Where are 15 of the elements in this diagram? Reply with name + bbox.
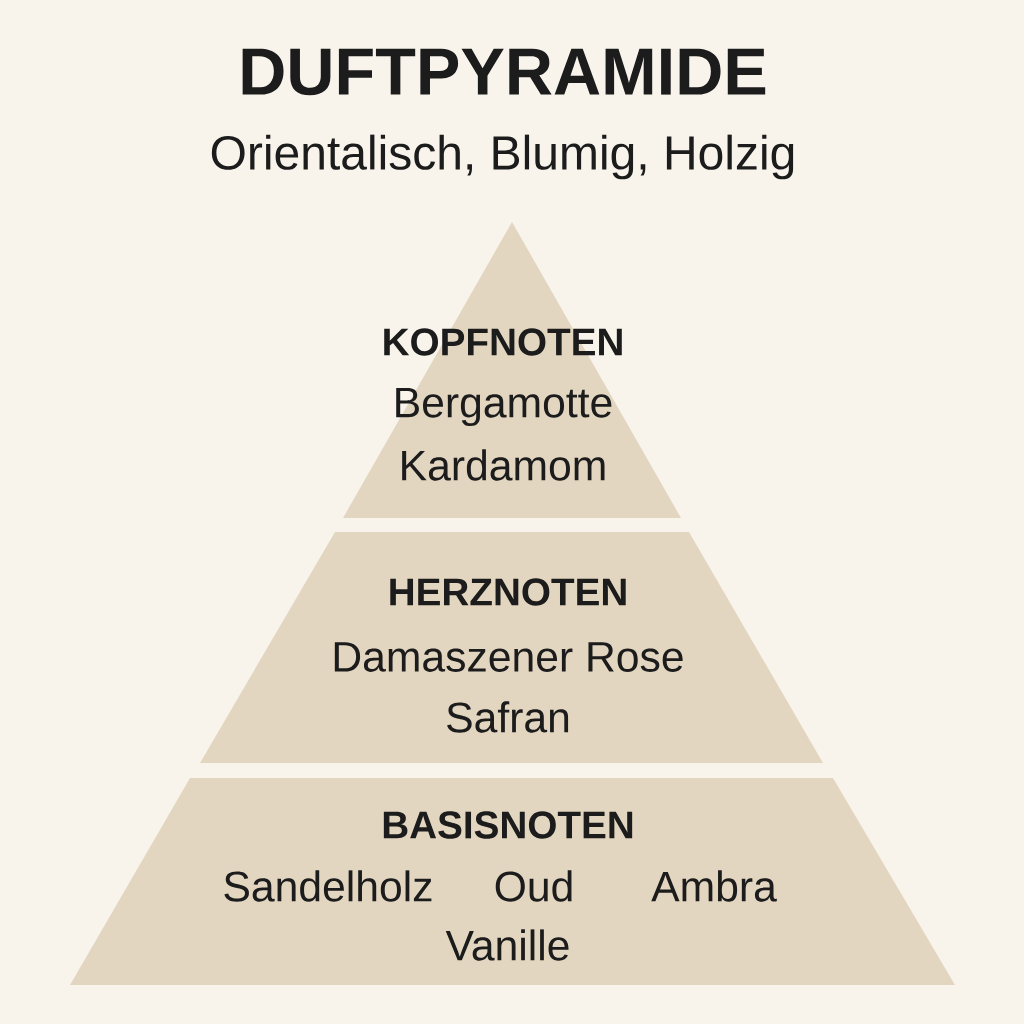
- tier-heading: BASISNOTEN: [383, 811, 633, 839]
- note-label: Kardamom: [402, 449, 605, 481]
- note-label: Sandelholz: [224, 870, 432, 902]
- note-label: Damaszener Rose: [334, 642, 683, 672]
- note-label: Oud: [495, 870, 572, 902]
- note-label: Vanille: [445, 929, 569, 961]
- pyramid-tier: [200, 532, 823, 763]
- tier-heading: KOPFNOTEN: [384, 328, 622, 356]
- pyramid-tier: [70, 778, 955, 985]
- tier-heading: HERZNOTEN: [390, 578, 626, 606]
- pyramid-tier: [343, 222, 681, 518]
- note-label: Safran: [447, 701, 569, 733]
- note-label: Bergamotte: [396, 387, 612, 427]
- note-label: Ambra: [651, 870, 777, 902]
- title: DUFTPYRAMIDE: [242, 48, 766, 96]
